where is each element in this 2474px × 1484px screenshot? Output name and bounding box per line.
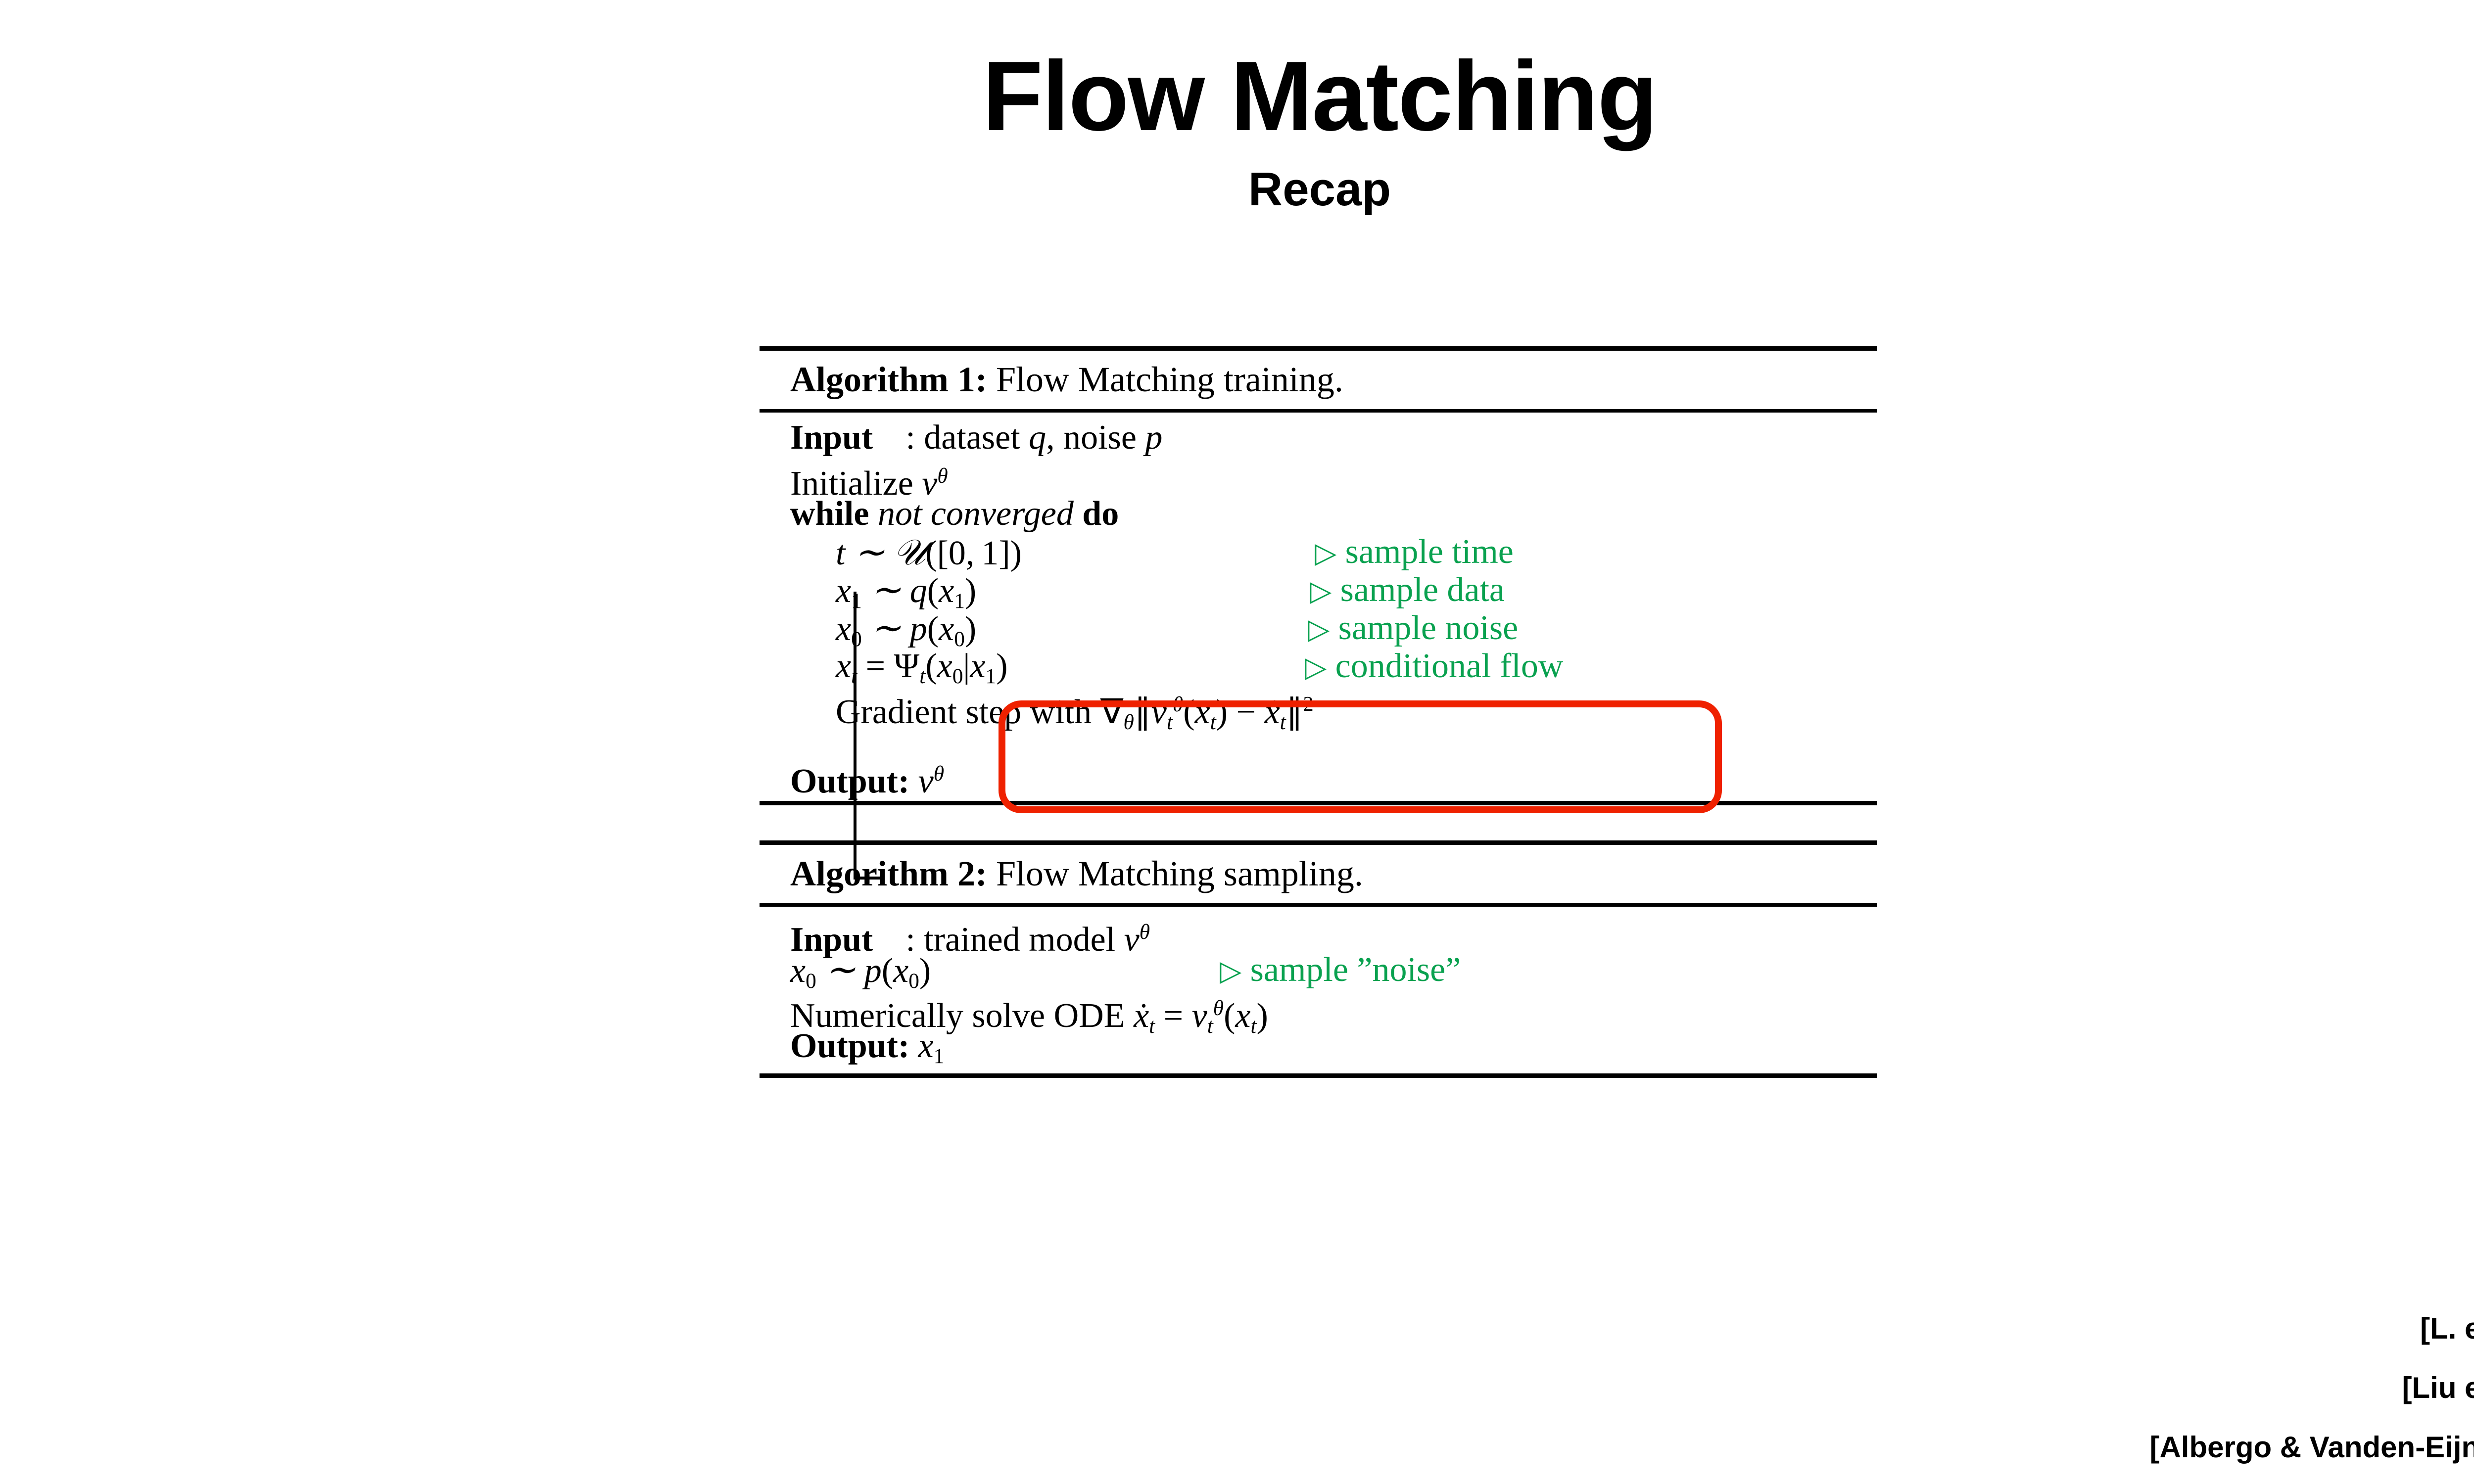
- algorithm-2-sample-noise-line: x0 ∼ p(x0) ▷ sample ”noise”: [790, 951, 1877, 993]
- algorithm-2-caption-label: Algorithm 2:: [790, 854, 987, 893]
- algorithm-2-input-label: Input: [790, 920, 873, 959]
- page-subtitle: Recap: [1248, 163, 1391, 216]
- algorithms-container: Algorithm 1: Flow Matching training. Inp…: [760, 346, 1877, 1078]
- citation-item: [Liu et al. 2022]: [2402, 1371, 2474, 1404]
- algorithm-2-body: Input: trained model vθ x0 ∼ p(x0) ▷ sam…: [760, 907, 1877, 1073]
- algorithm-1-conditional-flow-comment: ▷ conditional flow: [1305, 647, 1564, 685]
- algorithm-1-output-value: vθ: [918, 762, 945, 800]
- algorithm-1-output-label: Output:: [790, 762, 910, 800]
- algorithm-blocks-spacer: [760, 805, 1877, 840]
- algorithm-1-sample-data-line: x1 ∼ q(x1) ▷ sample data: [790, 571, 1877, 613]
- algorithm-1-sample-time-code: t ∼ 𝒰([0, 1]): [836, 531, 1022, 573]
- algorithm-1-sample-time-line: t ∼ 𝒰([0, 1]) ▷ sample time: [790, 533, 1877, 571]
- algorithm-1-block: Algorithm 1: Flow Matching training. Inp…: [760, 346, 1877, 805]
- algorithm-1-output-line: Output: vθ: [790, 757, 1877, 798]
- algorithm-1-gradient-step-text: Gradient step with ∇θ∥vtθ(xt) − ẋt∥2: [836, 693, 1314, 735]
- algorithm-1-input-label: Input: [790, 418, 873, 457]
- algorithm-1-while-condition: not converged: [877, 495, 1074, 533]
- algorithm-2-caption-text: Flow Matching sampling.: [987, 854, 1363, 893]
- algorithm-2-output-value: x1: [918, 1027, 945, 1068]
- algorithm-1-caption: Algorithm 1: Flow Matching training.: [760, 351, 1877, 409]
- algorithm-1-while-keyword: while: [790, 495, 869, 533]
- algorithm-2-top-rule: [760, 840, 1877, 845]
- algorithm-2-input-line: Input: trained model vθ: [790, 916, 1877, 957]
- algorithm-1-input-value: dataset q, noise p: [924, 418, 1163, 457]
- algorithm-1-gradient-step-line: Gradient step with ∇θ∥vtθ(xt) − ẋt∥2: [790, 688, 1877, 734]
- algorithm-1-caption-label: Algorithm 1:: [790, 360, 987, 399]
- algorithm-1-conditional-flow-code: xt = Ψt(x0|x1): [836, 647, 1008, 689]
- algorithm-1-initialize-text: Initialize vθ: [790, 464, 948, 503]
- algorithm-2-solve-ode-line: Numerically solve ODE ẋt = vtθ(xt): [790, 992, 1877, 1038]
- citations-list: [L. et al. 2022] [Liu et al. 2022] [Albe…: [2149, 1314, 2474, 1462]
- algorithm-2-sample-noise-comment: ▷ sample ”noise”: [1220, 951, 1461, 989]
- algorithm-2-input-separator: :: [905, 920, 924, 959]
- algorithm-2-output-line: Output: x1: [790, 1027, 1877, 1068]
- algorithm-2-block: Algorithm 2: Flow Matching sampling. Inp…: [760, 840, 1877, 1078]
- algorithm-1-caption-text: Flow Matching training.: [987, 360, 1343, 399]
- citation-item: [L. et al. 2022]: [2420, 1312, 2474, 1345]
- algorithm-2-solve-ode-text: Numerically solve ODE ẋt = vtθ(xt): [790, 996, 1268, 1038]
- citation-item: [Albergo & Vanden-Eijnden 2022]: [2149, 1431, 2474, 1464]
- algorithm-1-sample-noise-comment: ▷ sample noise: [1308, 609, 1519, 647]
- algorithm-1-body: Input: dataset q, noise p Initialize vθ …: [760, 413, 1877, 801]
- algorithm-1-sample-time-comment: ▷ sample time: [1315, 533, 1514, 571]
- page-title: Flow Matching: [982, 41, 1658, 151]
- algorithm-1-sample-data-comment: ▷ sample data: [1310, 571, 1505, 609]
- algorithm-1-conditional-flow-line: xt = Ψt(x0|x1) ▷ conditional flow: [790, 647, 1877, 689]
- algorithm-1-input-line: Input: dataset q, noise p: [790, 418, 1877, 457]
- algorithm-2-input-value: trained model vθ: [924, 920, 1150, 959]
- algorithm-2-output-label: Output:: [790, 1027, 910, 1065]
- algorithm-1-input-separator: :: [905, 418, 924, 457]
- algorithm-1-do-keyword: do: [1082, 495, 1119, 533]
- algorithm-2-bottom-rule: [760, 1073, 1877, 1078]
- algorithm-2-caption: Algorithm 2: Flow Matching sampling.: [760, 845, 1877, 903]
- algorithm-1-caption-rule: [760, 409, 1877, 413]
- algorithm-2-caption-rule: [760, 903, 1877, 907]
- algorithm-1-sample-noise-line: x0 ∼ p(x0) ▷ sample noise: [790, 609, 1877, 651]
- algorithm-1-while-line: while not converged do: [790, 495, 1877, 533]
- algorithm-1-bottom-rule: [760, 801, 1877, 805]
- algorithm-2-sample-noise-code: x0 ∼ p(x0): [790, 950, 931, 993]
- algorithm-1-initialize-line: Initialize vθ: [790, 460, 1877, 501]
- title-block: Flow Matching Recap: [0, 45, 2474, 216]
- algorithm-1-top-rule: [760, 346, 1877, 351]
- while-loop-bracket: [854, 592, 882, 880]
